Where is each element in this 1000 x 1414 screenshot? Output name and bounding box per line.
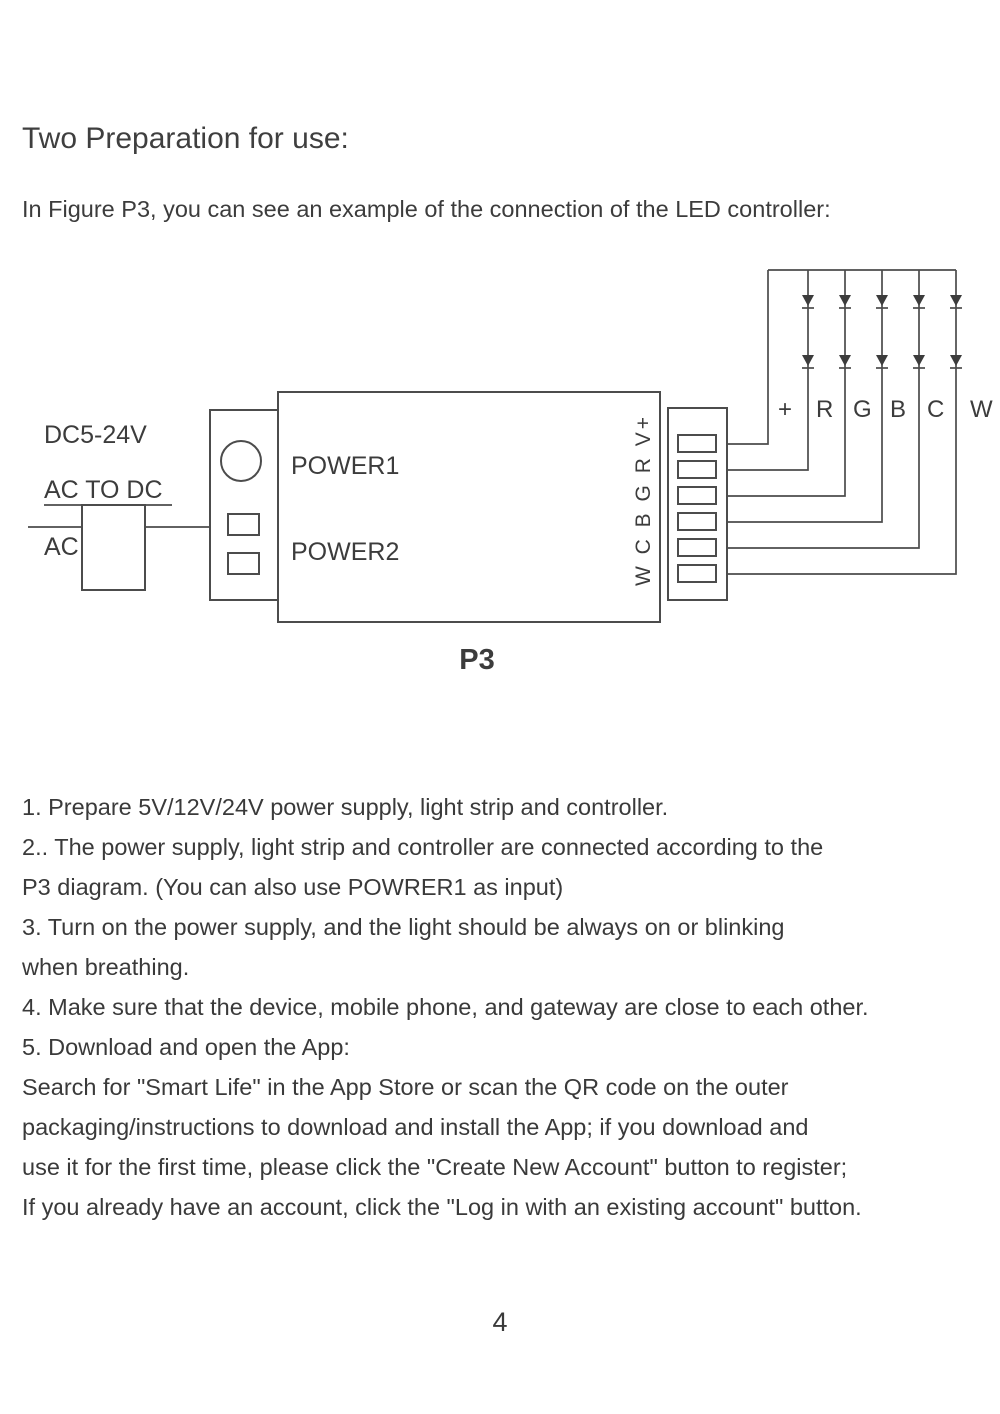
- output-terminal-w: [677, 564, 717, 583]
- led-diode-icons: [802, 295, 962, 366]
- controller-box: [277, 391, 661, 623]
- diagram-wires: [28, 269, 962, 575]
- step-line: Search for "Smart Life" in the App Store…: [22, 1074, 789, 1100]
- step-line: If you already have an account, click th…: [22, 1194, 862, 1220]
- led-diode-icon: [876, 295, 888, 306]
- step-line: 3. Turn on the power supply, and the lig…: [22, 914, 785, 940]
- wire-blue: [727, 270, 883, 523]
- power2-terminal-a: [227, 513, 260, 536]
- page-title: Two Preparation for use:: [22, 122, 349, 155]
- page-number: 4: [492, 1307, 508, 1337]
- channel-label-r: R: [816, 396, 833, 423]
- channel-label-g: G: [853, 396, 872, 423]
- wire-red: [727, 270, 809, 471]
- intro-text: In Figure P3, you can see an example of …: [22, 196, 831, 222]
- step-line: packaging/instructions to download and i…: [22, 1114, 809, 1140]
- channel-label-b: B: [890, 396, 906, 423]
- led-diode-icon: [802, 355, 814, 366]
- step-line: 2.. The power supply, light strip and co…: [22, 834, 824, 860]
- step-line: P3 diagram. (You can also use POWRER1 as…: [22, 874, 564, 900]
- led-diode-icon: [839, 355, 851, 366]
- power1-label: POWER1: [291, 452, 399, 480]
- led-diode-icon: [913, 295, 925, 306]
- dc-jack-icon: [220, 440, 262, 482]
- step-line: 5. Download and open the App:: [22, 1034, 350, 1060]
- step-line: when breathing.: [22, 954, 190, 980]
- power2-label: POWER2: [291, 538, 399, 566]
- output-terminal-c: [677, 538, 717, 557]
- channel-label-plus: +: [778, 396, 792, 423]
- power2-terminal-b: [227, 552, 260, 575]
- controller-input-connector: [209, 409, 279, 601]
- wire-warm-white: [727, 270, 957, 575]
- led-diode-icon: [950, 295, 962, 306]
- output-terminal-vplus: [677, 434, 717, 453]
- diagram-labels: DC5-24V AC TO DC AC POWER1 POWER2 W C B …: [44, 396, 993, 676]
- ac-adapter-box: [81, 504, 146, 591]
- wiring-diagram-p3: DC5-24V AC TO DC AC POWER1 POWER2 W C B …: [28, 269, 993, 676]
- dc-voltage-label: DC5-24V: [44, 421, 147, 449]
- figure-caption: P3: [459, 644, 494, 676]
- output-terminal-block: [667, 407, 728, 601]
- step-line: 4. Make sure that the device, mobile pho…: [22, 994, 869, 1020]
- output-terminal-g: [677, 486, 717, 505]
- led-diode-icon: [876, 355, 888, 366]
- channel-label-c: C: [927, 396, 944, 423]
- channel-label-w: W: [970, 396, 993, 423]
- diagram-boxes: [81, 391, 728, 623]
- wire-vplus: [727, 270, 769, 445]
- led-diode-icon: [802, 295, 814, 306]
- wire-green: [727, 270, 846, 497]
- led-diode-icon: [913, 355, 925, 366]
- led-diode-icon: [839, 295, 851, 306]
- step-line: use it for the first time, please click …: [22, 1154, 848, 1180]
- output-terminal-r: [677, 460, 717, 479]
- ac-to-dc-label: AC TO DC: [44, 476, 163, 504]
- ac-label: AC: [44, 533, 79, 561]
- led-diode-icon: [950, 355, 962, 366]
- step-line: 1. Prepare 5V/12V/24V power supply, ligh…: [22, 794, 669, 820]
- terminal-strip-label: W C B G R V+: [632, 414, 655, 586]
- output-terminal-b: [677, 512, 717, 531]
- instruction-steps: 1. Prepare 5V/12V/24V power supply, ligh…: [22, 787, 987, 1227]
